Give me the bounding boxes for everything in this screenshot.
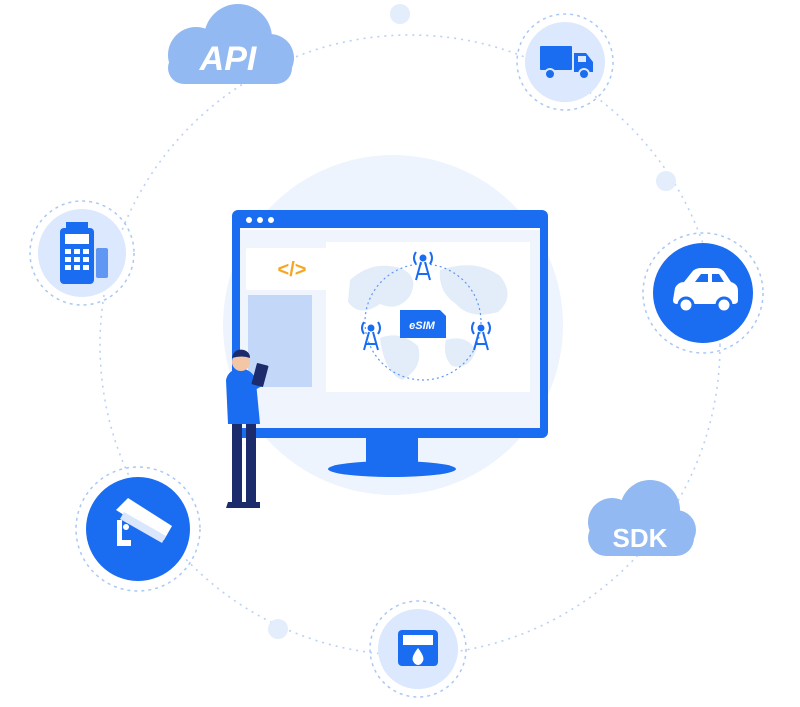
esim-chip-icon: eSIM	[400, 310, 446, 338]
monitor: </> eSIM	[232, 210, 548, 477]
car-node	[642, 232, 764, 354]
cell-tower-icon	[413, 251, 433, 281]
code-card: </>	[246, 248, 338, 290]
code-symbol: </>	[278, 259, 307, 281]
orbit-dot-right	[656, 171, 676, 191]
esim-label: eSIM	[409, 320, 436, 332]
truck-node	[516, 13, 614, 111]
truck-icon	[540, 46, 593, 80]
orbit-ring	[99, 34, 721, 656]
person-icon	[226, 349, 269, 508]
car-icon	[673, 268, 738, 314]
orbit-dot-bottom	[268, 619, 288, 639]
camera-node	[75, 466, 201, 592]
orbit-dot-top	[390, 4, 410, 24]
cell-tower-icon	[471, 321, 491, 351]
camera-icon	[116, 498, 172, 546]
api-label: API	[199, 40, 258, 78]
pos-node	[29, 200, 135, 306]
sdk-cloud-icon: SDK	[588, 480, 696, 556]
meter-node	[369, 600, 467, 698]
meter-icon	[398, 630, 438, 666]
api-cloud-icon: API	[168, 4, 294, 84]
pos-terminal-icon	[60, 222, 108, 284]
sdk-label: SDK	[613, 523, 668, 553]
cell-tower-icon	[361, 321, 381, 351]
